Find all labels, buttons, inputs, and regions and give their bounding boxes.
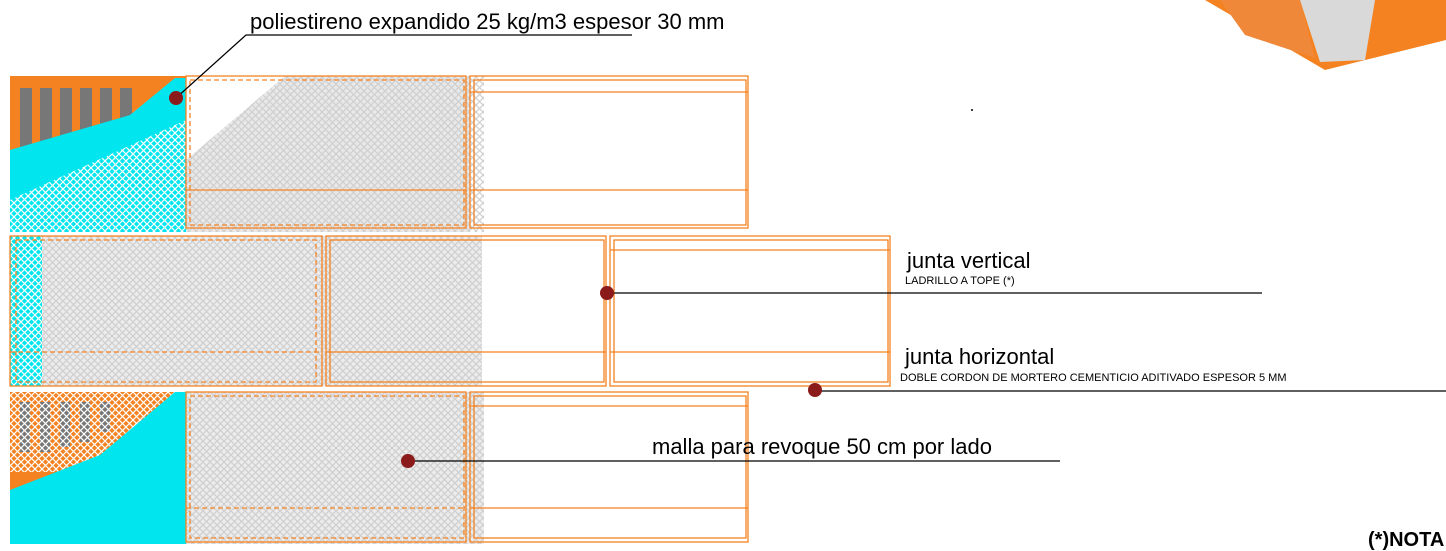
leader-horizontal-joint [808,383,1446,397]
brick-row-bottom [10,391,749,544]
brick-core-cells [20,88,132,148]
label-vertical-joint-sub: LADRILLO A TOPE (*) [905,275,1015,287]
label-mesh: malla para revoque 50 cm por lado [652,434,992,459]
label-horizontal-joint-sub: DOBLE CORDON DE MORTERO CEMENTICIO ADITI… [900,372,1287,384]
brick-row-middle [9,235,891,387]
corner-brick-illustration [1205,0,1446,70]
label-vertical-joint-title: junta vertical [907,248,1031,273]
leader-vertical-joint [600,286,1262,300]
label-polystyrene: poliestireno expandido 25 kg/m3 espesor … [250,9,725,34]
marker-vertical-joint [600,286,614,300]
leader-mesh [401,454,1060,468]
label-horizontal-joint-title: junta horizontal [905,344,1055,369]
insulation-layer-bottom [10,392,186,544]
marker-mesh [401,454,415,468]
leader-polystyrene [169,34,632,105]
note-label: (*)NOTA [1368,529,1445,551]
marker-horizontal-joint [808,383,822,397]
marker-polystyrene [169,91,183,105]
brick-row-top [10,75,749,232]
